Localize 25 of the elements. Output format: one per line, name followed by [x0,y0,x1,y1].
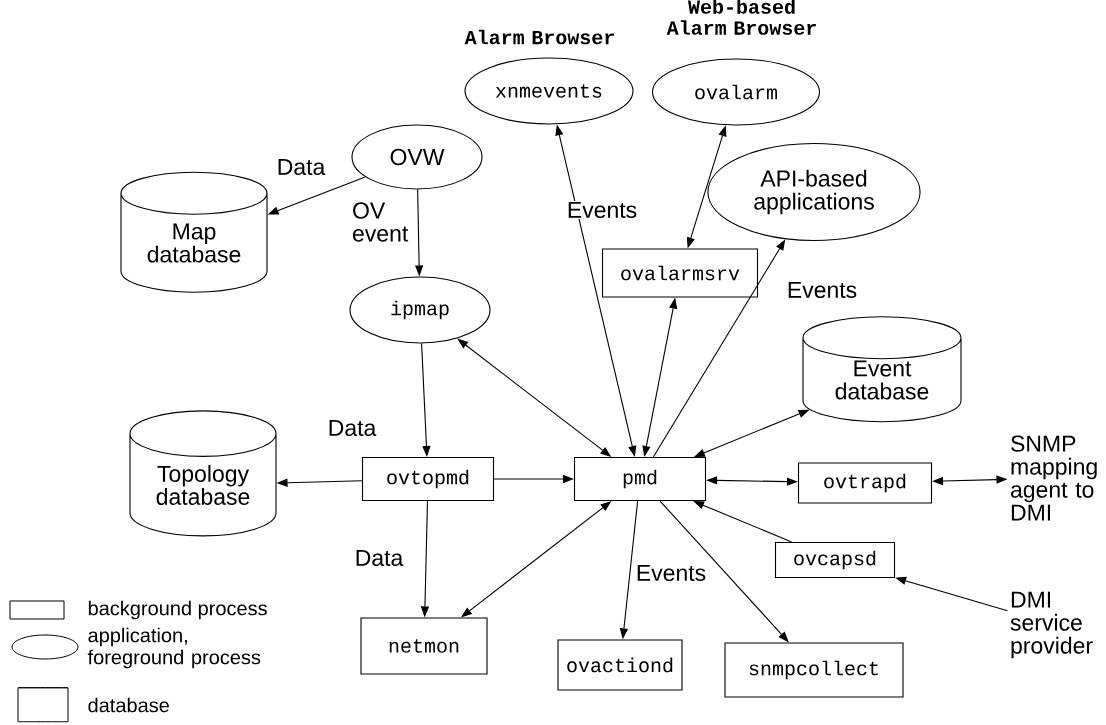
database-cylinder: Map database [120,171,268,293]
edge-label: Data [353,548,405,567]
edge-label: Data [326,418,378,437]
node-caption: Web-based Alarm Browser [666,0,816,35]
process-box: ovcapsd [774,541,896,579]
process-box: ovtopmd [361,456,495,502]
node-caption: Alarm Browser [464,29,614,45]
process-box: snmpcollect [724,642,904,698]
process-box: ovalarmsrv [601,248,759,298]
edge-label: OV event [351,201,413,243]
process-box: netmon [360,617,488,675]
database-cylinder: Event database [802,316,962,423]
database-cylinder: Topology database [129,410,277,537]
process-box: pmd [573,456,707,502]
legend-item: background process [9,600,267,620]
process-box: ovtrapd [797,462,933,504]
legend-item: database [17,687,169,723]
legend-item: application, foreground process [11,627,261,669]
node-label: SNMP mapping agent to DMI [1011,435,1097,521]
edge-label: Events [565,200,639,219]
node-label: DMI service provider [1010,591,1093,659]
process-box: ovactiond [557,639,683,691]
edge-label: Events [785,280,859,299]
edge-label: Data [275,157,327,176]
edge-label: Events [634,563,708,582]
